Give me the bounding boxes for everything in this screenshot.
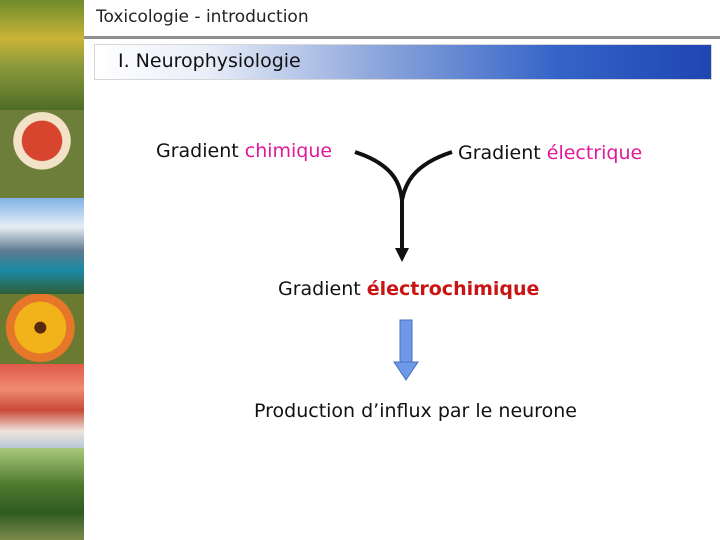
blue-arrow-head [394,362,418,380]
electrochemical-gradient-label: Gradient électrochimique [278,278,539,300]
influx-production-label: Production d’influx par le neurone [254,400,577,422]
right-converging-arrow-line [402,152,452,200]
blue-arrow-shaft [400,320,412,364]
down-arrow-head [395,248,409,262]
left-converging-arrow-line [355,152,402,250]
electrochemical-gradient-prefix: Gradient [278,278,361,300]
electrochemical-gradient-highlight: électrochimique [367,278,540,300]
